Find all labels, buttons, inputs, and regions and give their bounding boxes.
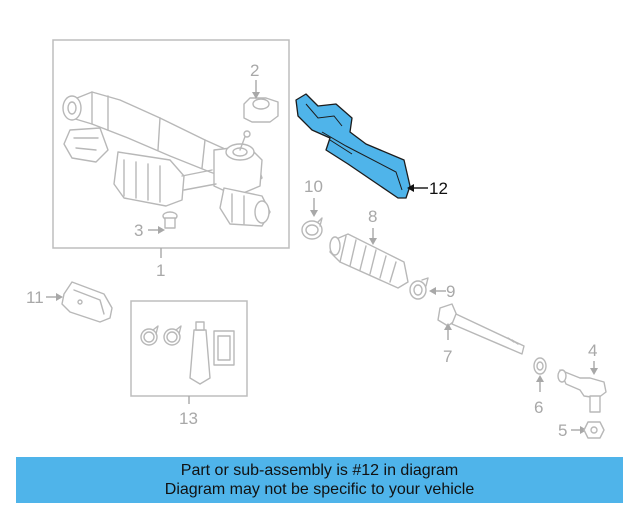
- callout-4[interactable]: 4: [588, 341, 597, 360]
- outer-tie-rod-end-drawing[interactable]: [557, 369, 607, 413]
- repair-kit-drawing[interactable]: [140, 321, 235, 385]
- bracket-shield-drawing[interactable]: [61, 281, 113, 323]
- banner-line-disclaimer: Diagram may not be specific to your vehi…: [164, 481, 475, 498]
- banner-line-part-number: Part or sub-assembly is #12 in diagram: [180, 462, 459, 479]
- callout-1[interactable]: 1: [156, 261, 165, 280]
- callout-10[interactable]: 10: [304, 177, 323, 196]
- callout-12[interactable]: 12: [429, 179, 448, 198]
- steering-gear-drawing[interactable]: [62, 91, 271, 227]
- heat-shield-drawing-highlighted[interactable]: [295, 93, 411, 199]
- bolt-drawing[interactable]: [162, 211, 178, 229]
- callout-8[interactable]: 8: [368, 207, 377, 226]
- mount-bushing-drawing[interactable]: [243, 97, 279, 123]
- callout-11[interactable]: 11: [26, 288, 44, 307]
- info-banner: Part or sub-assembly is #12 in diagram D…: [16, 457, 623, 503]
- callout-9[interactable]: 9: [446, 282, 455, 301]
- steering-gear-frame: [52, 39, 290, 249]
- inner-tie-rod-drawing[interactable]: [437, 303, 525, 355]
- callout-7[interactable]: 7: [443, 347, 452, 366]
- bellows-boot-drawing[interactable]: [329, 233, 409, 289]
- callout-6[interactable]: 6: [534, 398, 543, 417]
- callout-5[interactable]: 5: [558, 421, 567, 440]
- small-clamp-drawing[interactable]: [409, 277, 429, 300]
- callout-2[interactable]: 2: [250, 61, 259, 80]
- clamp-drawing[interactable]: [301, 217, 323, 240]
- jam-nut-drawing[interactable]: [533, 357, 547, 375]
- callout-13[interactable]: 13: [179, 409, 198, 428]
- callout-3[interactable]: 3: [134, 221, 143, 240]
- castle-nut-drawing[interactable]: [583, 421, 605, 439]
